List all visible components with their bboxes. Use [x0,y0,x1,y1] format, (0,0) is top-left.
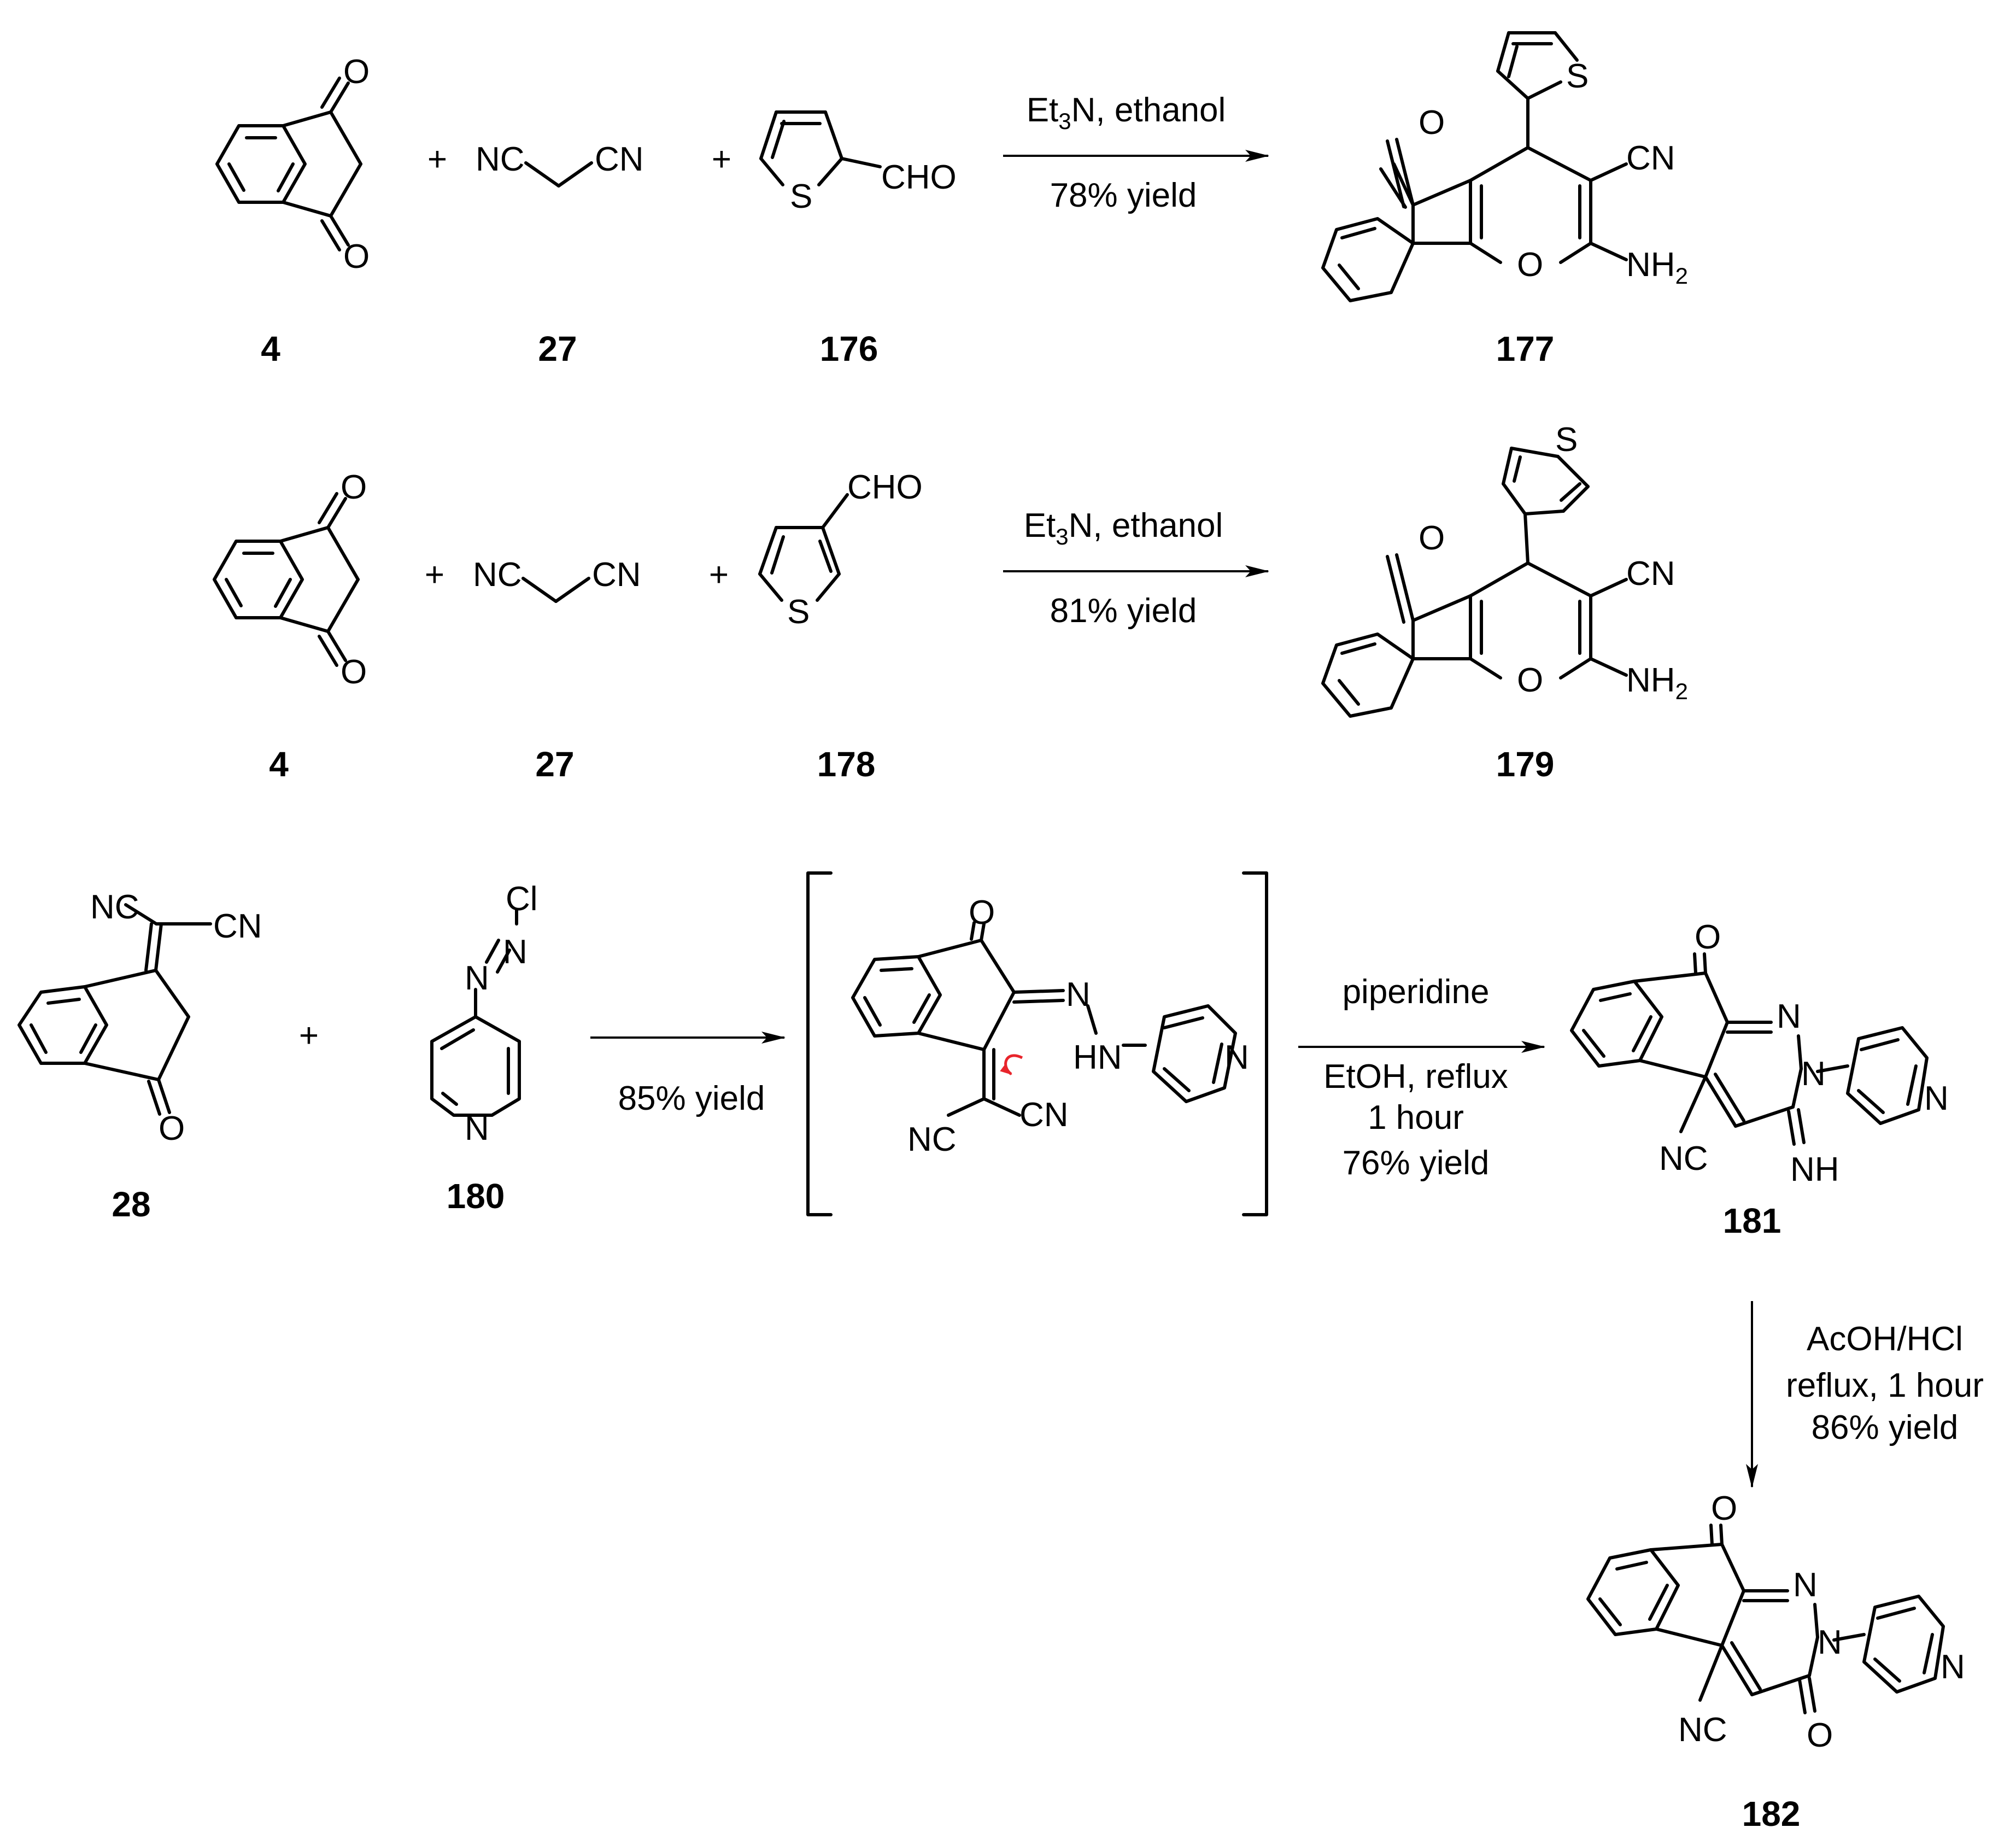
atom-cho: CHO [847,468,923,506]
atom-n: N [503,933,528,971]
atom-nh: NH [1790,1151,1839,1188]
compound-label-4: 4 [261,329,280,368]
compound-label-27: 27 [538,329,577,368]
atom-n: N [1801,1055,1826,1093]
compound-label-27: 27 [535,745,574,784]
atom-cn: CN [592,556,641,594]
atom-n: N [1924,1080,1949,1117]
atom-o: O [1695,918,1721,956]
atom-n: N [1777,998,1801,1035]
atom-n: N [1066,976,1091,1014]
molecule-181: O N N N NC NH [1570,918,1949,1188]
atom-n: N [1818,1624,1842,1661]
conditions-text: EtOH, reflux [1323,1058,1508,1096]
dione-ring [282,77,362,251]
compound-label-181: 181 [1723,1201,1781,1240]
conditions-text: AcOH/HCl [1807,1320,1963,1358]
atom-cn: CN [1626,555,1675,593]
conditions-text: Et3N, ethanol [1024,507,1223,549]
compound-label-180: 180 [447,1176,505,1216]
atom-o: O [1419,519,1445,557]
molecule-177: S O CN O NH2 [1321,31,1688,302]
atom-nc: NC [476,140,525,178]
atom-s: S [1566,57,1589,95]
atom-cn: CN [1626,139,1675,177]
bracket-right [1242,871,1268,1216]
atom-cn: CN [1019,1096,1069,1134]
molecule-176: S CHO [759,110,957,215]
atom-s: S [787,593,810,631]
atom-nc: NC [1678,1711,1727,1749]
atom-o: O [1517,246,1543,284]
compound-label-182: 182 [1742,1794,1801,1834]
atom-o: O [1711,1490,1737,1527]
compound-label-176: 176 [820,329,878,368]
atom-o: O [341,468,367,506]
molecule-178: S CHO [758,468,923,631]
atom-n: N [1941,1648,1965,1686]
atom-o: O [343,53,370,91]
molecule-27-row1: NC CN [476,140,644,188]
conditions-text: Et3N, ethanol [1027,91,1226,134]
yield-text: 76% yield [1343,1144,1490,1182]
yield-text: 85% yield [618,1080,765,1117]
plus-sign: + [427,140,447,178]
atom-nc: NC [907,1121,957,1158]
atom-cn: CN [213,907,262,945]
compound-label-177: 177 [1496,329,1555,368]
atom-cn: CN [595,140,644,178]
atom-nc: NC [473,556,522,594]
atom-n: N [465,1110,489,1147]
molecule-4-row1: O O [215,53,370,276]
plus-sign: + [712,140,731,178]
benzene-ring [215,124,307,204]
conditions-text: 1 hour [1368,1099,1464,1137]
electron-arrow [1000,1054,1023,1075]
atom-nh2: NH2 [1626,246,1688,289]
molecule-179: S O CN O NH2 [1321,421,1688,718]
atom-s: S [1555,421,1578,459]
bracket-left [806,871,833,1216]
atom-o: O [969,894,995,932]
atom-n: N [1793,1566,1818,1604]
molecule-intermediate: O N HN N NC CN [851,894,1249,1158]
plus-sign: + [425,556,444,594]
atom-o: O [1517,661,1543,699]
atom-hn: HN [1073,1039,1122,1076]
plus-sign: + [299,1017,319,1055]
atom-n: N [465,959,489,997]
atom-o: O [343,238,370,276]
molecule-182: O N N N NC O [1586,1490,1965,1754]
molecule-180: N N Cl N [430,880,538,1147]
compound-label-179: 179 [1496,745,1555,784]
conditions-text: reflux, 1 hour [1786,1367,1984,1404]
atom-s: S [790,178,812,215]
compound-label-28: 28 [112,1185,150,1224]
molecule-28: NC CN O [17,888,262,1147]
yield-text: 78% yield [1050,177,1197,214]
atom-o: O [341,653,367,691]
atom-nh2: NH2 [1626,661,1688,704]
molecule-4-row2: O O [213,468,367,691]
yield-text: 86% yield [1812,1409,1959,1446]
yield-text: 81% yield [1050,592,1197,630]
atom-o: O [1807,1717,1833,1754]
conditions-text: piperidine [1343,973,1490,1011]
atom-o: O [1419,104,1445,142]
atom-n: N [1224,1039,1249,1076]
atom-nc: NC [90,888,139,926]
compound-label-4: 4 [269,745,289,784]
atom-nc: NC [1659,1140,1708,1178]
atom-cl: Cl [506,880,538,918]
plus-sign: + [709,556,729,594]
molecule-27-row2: NC CN [473,556,641,603]
compound-label-178: 178 [817,745,876,784]
atom-cho: CHO [881,159,957,196]
atom-o: O [159,1110,185,1147]
